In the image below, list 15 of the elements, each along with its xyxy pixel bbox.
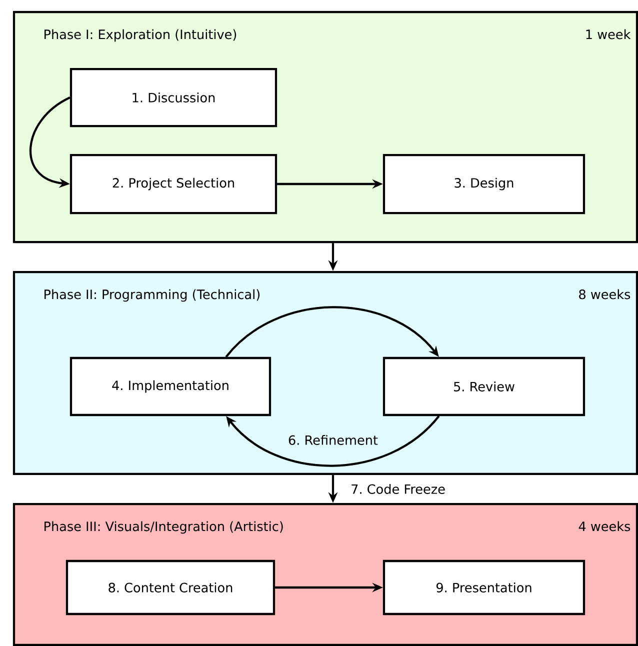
process-box: 2. Project Selection [70,154,278,214]
process-box: 4. Implementation [70,356,272,416]
duration-label: 8 weeks [579,289,630,300]
process-box: 8. Content Creation [66,560,276,616]
phase-heading: Phase I: Exploration (Intuitive) [44,29,236,42]
edge-label: 7. Code Freeze [349,482,447,496]
duration-label: 1 week [586,29,631,40]
edge-label: 6. Refinement [286,434,380,446]
duration-label: 4 weeks [578,521,630,532]
phase-heading: Phase II: Programming (Technical) [44,289,260,302]
process-box: 1. Discussion [70,68,278,128]
phase-heading: Phase III: Visuals/Integration (Artistic) [44,521,283,534]
process-box: 5. Review [382,356,586,416]
process-box: 9. Presentation [382,560,586,616]
process-box: 3. Design [382,154,586,214]
